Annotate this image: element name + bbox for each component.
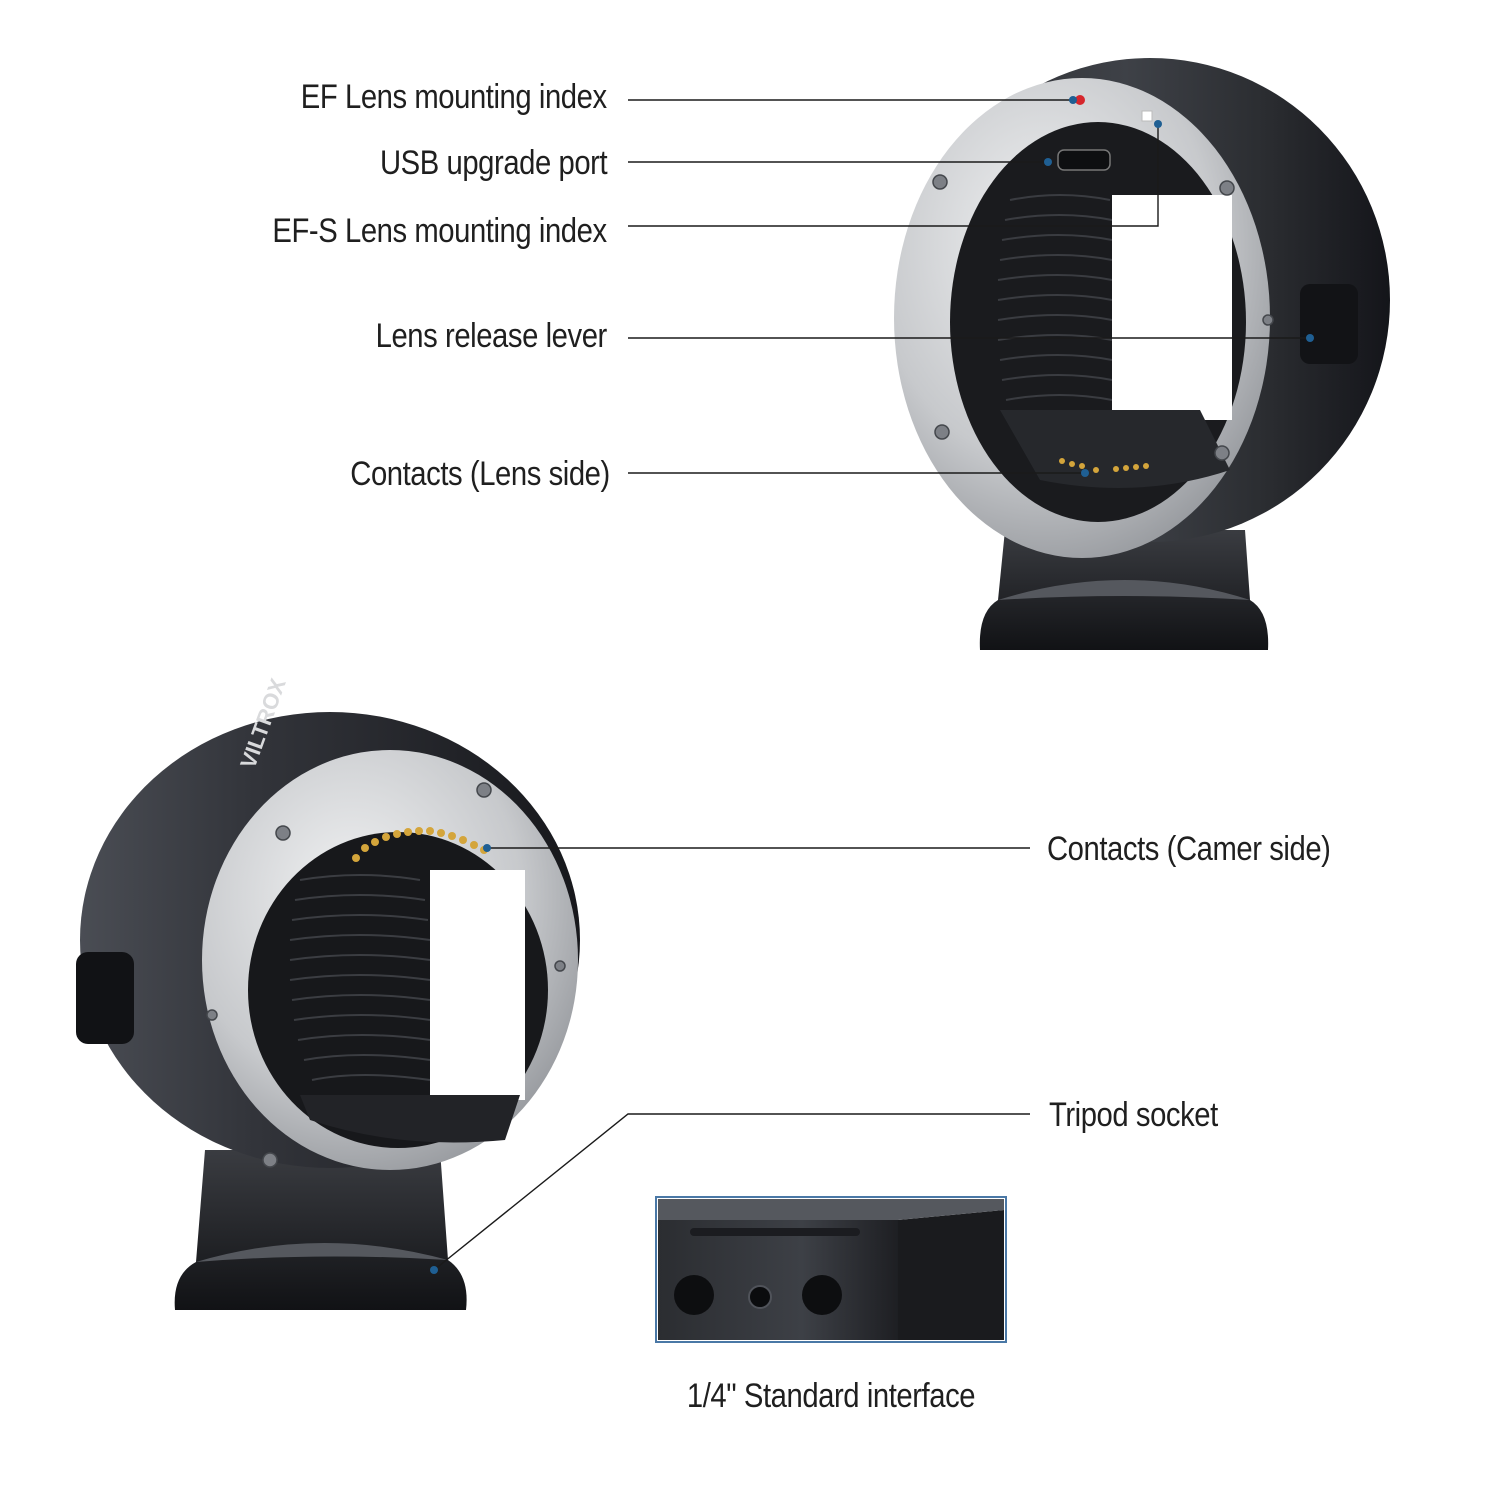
top-efs-index-mark [1141, 110, 1153, 122]
dot-release-lever [1306, 334, 1314, 342]
adapter-top-illustration [894, 58, 1390, 650]
tripod-foot-inset [655, 1196, 1007, 1343]
bottom-side-lever [76, 952, 134, 1044]
top-mount-shelf [1000, 410, 1230, 488]
label-usb-upgrade-port: USB upgrade port [379, 144, 608, 182]
label-contacts-lens-side: Contacts (Lens side) [350, 455, 610, 493]
inset-foot-side [898, 1210, 1004, 1340]
bottom-contact-pins [352, 827, 488, 862]
inset-foot-top [658, 1199, 1004, 1220]
inset-hole-center [748, 1285, 772, 1309]
label-ef-lens-mounting-index: EF Lens mounting index [301, 78, 607, 116]
bottom-tripod-foot-top [196, 1242, 448, 1262]
inset-hole-left [674, 1275, 714, 1315]
leader-efs-index [628, 124, 1159, 227]
top-light-window [1112, 195, 1232, 420]
top-contact-pins [1059, 458, 1149, 473]
top-mount-screws [932, 174, 1274, 461]
bottom-baffle-threads [289, 874, 431, 1081]
marker-dots [430, 96, 1314, 1274]
label-contacts-camera-side: Contacts (Camer side) [1047, 830, 1331, 868]
adapter-bottom-illustration: VILTROX [76, 675, 580, 1310]
dot-contacts-lens [1081, 469, 1089, 477]
dot-contacts-camera [483, 844, 491, 852]
top-usb-port [1057, 149, 1111, 171]
bottom-tripod-foot [174, 1150, 467, 1310]
label-tripod-socket: Tripod socket [1049, 1096, 1218, 1134]
dot-ef-index [1069, 96, 1077, 104]
bottom-mount-screws [206, 782, 566, 1168]
top-tripod-foot-top [998, 580, 1250, 600]
bottom-light-window [430, 870, 525, 1100]
top-ef-index-mark [1075, 95, 1085, 105]
dot-efs-index [1154, 120, 1162, 128]
dot-usb-port [1044, 158, 1052, 166]
leader-tripod-socket [433, 1113, 1030, 1271]
top-release-lever [1300, 284, 1358, 364]
label-efs-lens-mounting-index: EF-S Lens mounting index [272, 212, 608, 250]
leader-lines [433, 99, 1310, 1271]
top-baffle-threads [997, 194, 1113, 421]
inset-hole-right [802, 1275, 842, 1315]
label-standard-interface: 1/4" Standard interface [686, 1377, 976, 1415]
inset-groove [690, 1228, 860, 1236]
bottom-mount-shelf [300, 1095, 520, 1143]
label-lens-release-lever: Lens release lever [375, 317, 608, 355]
dot-tripod-socket [430, 1266, 438, 1274]
